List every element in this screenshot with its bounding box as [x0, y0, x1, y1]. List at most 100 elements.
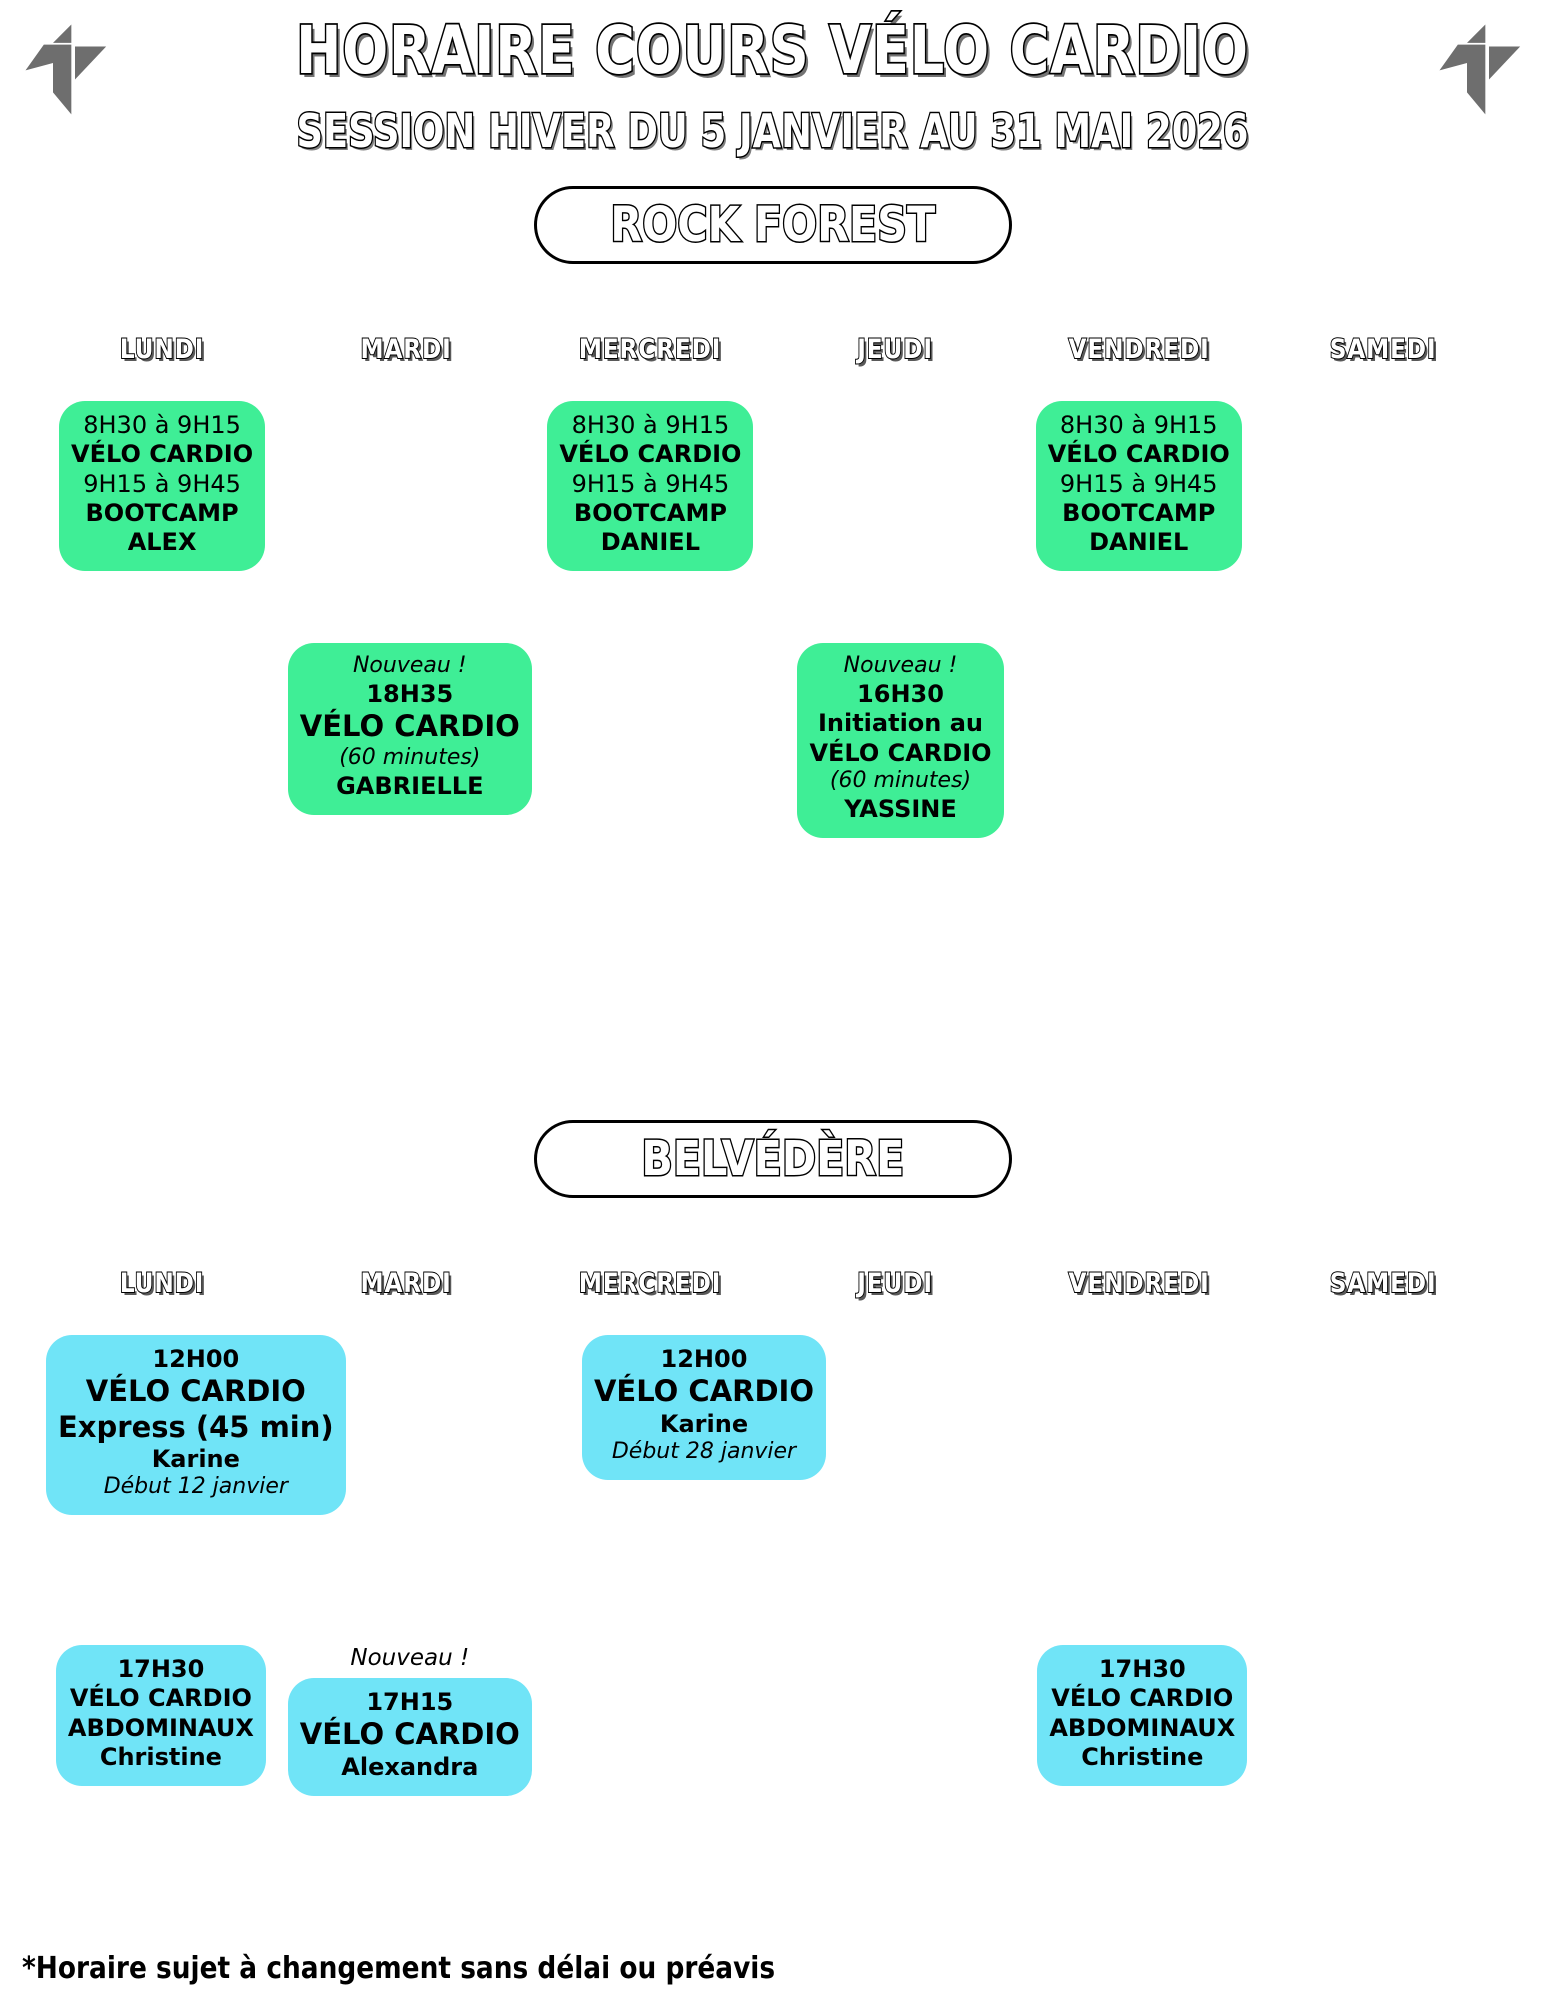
day-header-jeudi: JEUDI — [856, 334, 933, 365]
day-header-mardi: MARDI — [360, 334, 452, 365]
class-card-line: Nouveau ! — [843, 653, 958, 679]
class-card-line: Christine — [99, 1742, 222, 1771]
class-card-line: BOOTCAMP — [85, 498, 239, 527]
location-banner: BELVÉDÈRE — [533, 1120, 1012, 1199]
class-card-line: Alexandra — [341, 1752, 479, 1781]
schedule-cell-samedi — [1261, 401, 1505, 571]
class-card-line: BOOTCAMP — [573, 498, 727, 527]
class-card-line: 9H15 à 9H45 — [1059, 469, 1218, 498]
class-card-line: VÉLO CARDIO — [809, 738, 992, 767]
day-header-vendredi: VENDREDI — [1067, 334, 1210, 365]
class-card-line: 12H00 — [660, 1345, 748, 1374]
class-card-line: 8H30 à 9H15 — [83, 411, 241, 439]
day-header-mardi: MARDI — [360, 1268, 452, 1300]
class-card-line: (60 minutes) — [829, 767, 972, 793]
class-card-line: GABRIELLE — [336, 771, 484, 800]
class-card-line: DANIEL — [1089, 528, 1189, 557]
page-subtitle: SESSION HIVER DU 5 JANVIER AU 31 MAI 202… — [295, 104, 1249, 158]
class-card-line: VÉLO CARDIO — [1047, 440, 1230, 469]
day-header-row: LUNDI MARDI MERCREDI JEUDI VENDREDI SAMEDI — [40, 334, 1505, 365]
class-card-line: 8H30 à 9H15 — [571, 411, 730, 439]
schedule-cell-vendredi — [1021, 643, 1263, 838]
schedule-cell-jeudi — [773, 401, 1017, 571]
class-card-line: Début 28 janvier — [611, 1438, 797, 1464]
class-card-line: 17H30 — [117, 1655, 205, 1684]
class-card-line: 12H00 — [152, 1345, 240, 1374]
day-header-jeudi: JEUDI — [856, 1268, 933, 1300]
schedule-cell-samedi — [1281, 1335, 1505, 1515]
schedule-cell-vendredi — [1056, 1335, 1280, 1515]
schedule-cell-mardi — [352, 1335, 576, 1515]
class-card-line: 17H30 — [1098, 1655, 1186, 1684]
schedule-cell-samedi — [1263, 1645, 1505, 1796]
schedule-cell-mercredi — [538, 1645, 780, 1796]
class-card-line: VÉLO CARDIO — [559, 440, 742, 469]
day-header-lundi: LUNDI — [119, 1268, 205, 1300]
class-card-line: VÉLO CARDIO — [299, 1717, 520, 1752]
class-card-line: VÉLO CARDIO — [299, 709, 520, 744]
class-card-line: 16H30 — [857, 680, 944, 709]
class-card-line: VÉLO CARDIO — [71, 440, 254, 469]
day-header-vendredi: VENDREDI — [1067, 1268, 1210, 1300]
class-card-line: VÉLO CARDIO — [1051, 1684, 1234, 1713]
class-card-line: 9H15 à 9H45 — [83, 469, 241, 498]
class-card-line: VÉLO CARDIO — [69, 1684, 252, 1713]
brand-logo-right — [1432, 8, 1524, 118]
class-card-line: VÉLO CARDIO — [85, 1374, 306, 1409]
page-header: HORAIRE COURS VÉLO CARDIO SESSION HIVER … — [0, 0, 1545, 158]
schedule-cell-lundi — [40, 643, 282, 838]
brand-logo-left — [18, 8, 110, 118]
day-header-samedi: SAMEDI — [1329, 334, 1437, 365]
class-card-line: ABDOMINAUX — [1049, 1713, 1236, 1742]
class-card-line: 18H35 — [366, 680, 454, 709]
schedule-cell-mardi — [284, 401, 528, 571]
class-card-line: YASSINE — [844, 794, 957, 823]
day-header-mercredi: MERCREDI — [578, 334, 722, 365]
class-card-line: BOOTCAMP — [1062, 498, 1216, 527]
class-card-line: Début 12 janvier — [103, 1474, 288, 1500]
class-card-line: Nouveau ! — [352, 653, 467, 679]
class-card-line: Initiation au — [817, 709, 984, 738]
class-card-line: Karine — [151, 1445, 240, 1474]
class-card-line: Karine — [659, 1409, 749, 1438]
schedule-cell-jeudi — [832, 1335, 1056, 1515]
day-header-lundi: LUNDI — [119, 334, 205, 365]
day-header-samedi: SAMEDI — [1329, 1268, 1437, 1300]
location-name: BELVÉDÈRE — [640, 1131, 905, 1188]
class-card-line: DANIEL — [600, 528, 700, 557]
class-card-line: 17H15 — [366, 1688, 454, 1717]
class-card-line: ALEX — [127, 528, 197, 557]
class-card-line: Express (45 min) — [58, 1409, 334, 1444]
class-card-line: Christine — [1081, 1742, 1204, 1771]
page-title: HORAIRE COURS VÉLO CARDIO — [295, 12, 1250, 89]
schedule-cell-jeudi — [780, 1645, 1022, 1796]
footer-disclaimer: *Horaire sujet à changement sans délai o… — [22, 1951, 776, 1986]
